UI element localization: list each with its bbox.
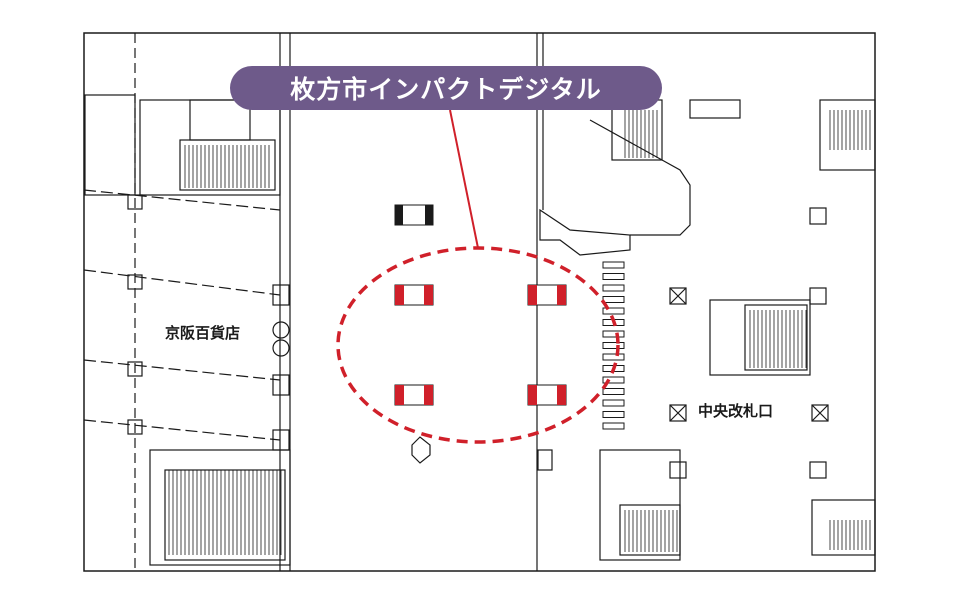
callout-leader-line [449, 109, 479, 249]
signage-highlighted [527, 284, 567, 306]
signage-standard [394, 204, 434, 226]
area-label-central-gate: 中央改札口 [696, 400, 776, 421]
map-frame [83, 32, 876, 572]
area-label-department-store: 京阪百貨店 [163, 322, 243, 343]
signage-highlighted [527, 384, 567, 406]
signage-highlighted [394, 284, 434, 306]
callout-title: 枚方市インパクトデジタル [230, 66, 662, 110]
highlight-area [336, 246, 620, 444]
signage-highlighted [394, 384, 434, 406]
